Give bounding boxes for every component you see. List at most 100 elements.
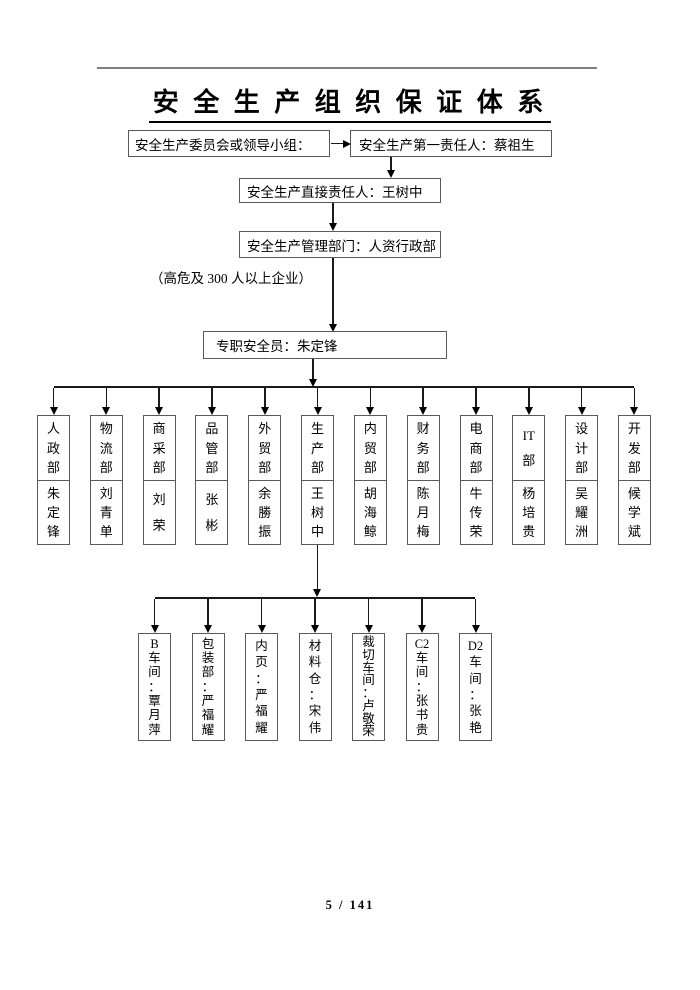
department-person-cell: 余勝振 xyxy=(249,480,281,544)
management-dept-label: 安全生产管理部门：人资行政部 xyxy=(247,238,436,254)
arrow-down-icon xyxy=(366,407,375,415)
connector-stem-line xyxy=(105,387,108,407)
arrow-down-icon xyxy=(49,407,58,415)
department-item: 物流部 刘青单 xyxy=(89,387,123,545)
arrow-down-icon xyxy=(386,170,395,178)
department-person-cell: 候学斌 xyxy=(618,480,650,544)
connector-stem-line xyxy=(421,598,423,625)
management-dept-box: 安全生产管理部门：人资行政部 xyxy=(239,231,441,258)
department-name-cell: 外贸部 xyxy=(258,421,272,475)
connector-stem-line xyxy=(207,598,209,625)
department-box: 开发部 候学斌 xyxy=(617,415,651,545)
department-box: 商采部 刘荣 xyxy=(142,415,176,545)
arrow-down-icon xyxy=(311,625,319,633)
arrow-down-icon xyxy=(471,625,480,633)
department-item: 财务部 陈月梅 xyxy=(406,387,440,545)
department-box: 品管部 张彬 xyxy=(195,415,229,545)
department-person-cell: 朱定锋 xyxy=(38,480,69,544)
production-to-workshops-line xyxy=(316,545,318,590)
connector-stem-line xyxy=(153,598,156,625)
first-responsible-box: 安全生产第一责任人：蔡祖生 xyxy=(350,130,552,157)
connector-stem-line xyxy=(367,598,370,625)
safety-officer-label: 专职安全员：朱定锋 xyxy=(216,339,338,354)
arrow-down-icon xyxy=(207,407,216,415)
connector-stem-line xyxy=(369,387,372,407)
department-name-cell: 设计部 xyxy=(575,421,589,475)
connector-stem-line xyxy=(475,387,477,407)
arrow-down-icon xyxy=(313,407,322,415)
connector-stem-line xyxy=(260,598,263,625)
arrow-down-icon xyxy=(524,407,533,415)
arrow-down-icon xyxy=(328,223,337,231)
arrow-down-icon xyxy=(150,625,159,633)
arrow-direct-to-mgmt-line xyxy=(332,203,334,224)
page-number: 5 / 141 xyxy=(325,898,375,912)
connector-stem-line xyxy=(316,387,319,407)
connector-stem-line xyxy=(528,387,530,407)
arrow-down-icon xyxy=(630,407,639,415)
committee-box: 安全生产委员会或领导小组： xyxy=(128,130,330,157)
department-person-cell: 王树中 xyxy=(302,480,334,544)
arrow-down-icon xyxy=(328,323,337,332)
workshop-box: 材料仓：宋伟 xyxy=(298,633,332,741)
department-person-cell: 吴耀洲 xyxy=(566,480,598,544)
department-item: 内贸部 胡海鲸 xyxy=(353,387,387,545)
page-title: 安 全 生 产 组 织 保 证 体 系 xyxy=(148,82,552,123)
connector-stem-line xyxy=(580,387,583,407)
department-person-cell: 陈月梅 xyxy=(407,480,439,544)
department-item: 品管部 张彬 xyxy=(195,387,229,545)
department-person-cell: 刘荣 xyxy=(143,480,175,544)
department-item: 设计部 吴耀洲 xyxy=(565,387,599,545)
connector-stem-line xyxy=(633,387,636,407)
direct-responsible-box: 安全生产直接责任人：王树中 xyxy=(239,178,441,203)
department-name-cell: 品管部 xyxy=(205,421,219,475)
department-item: 商采部 刘荣 xyxy=(142,387,176,545)
arrow-first-to-direct-line xyxy=(390,157,392,171)
header-rule xyxy=(97,67,597,69)
high-risk-note: （高危及 300 人以上企业） xyxy=(150,271,312,286)
page-title-wrap: 安 全 生 产 组 织 保 证 体 系 xyxy=(0,82,700,123)
workshop-box: 包装部：严福耀 xyxy=(191,633,225,741)
arrow-down-icon xyxy=(472,407,480,415)
connector-stem-line xyxy=(211,387,213,407)
connector-stem-line xyxy=(158,387,160,407)
department-item: 生产部 王树中 xyxy=(301,387,335,545)
connector-stem-line xyxy=(52,387,55,407)
connector-stem-line xyxy=(474,598,477,625)
department-person-cell: 张彬 xyxy=(196,480,228,544)
department-box: 财务部 陈月梅 xyxy=(406,415,440,545)
department-item: 人政部 朱定锋 xyxy=(37,387,70,545)
arrow-down-icon xyxy=(577,407,586,415)
department-name-cell: 财务部 xyxy=(416,421,430,475)
department-person-cell: 胡海鲸 xyxy=(354,480,386,544)
department-row: 人政部 朱定锋 物流部 刘青单 商采部 刘荣 品管部 张彬 外贸部 余勝振 xyxy=(37,387,651,545)
department-box: 人政部 朱定锋 xyxy=(37,415,70,545)
arrow-down-icon xyxy=(308,379,317,387)
department-person-cell: 刘青单 xyxy=(90,480,122,544)
departments-connector-line xyxy=(54,386,634,388)
committee-box-label: 安全生产委员会或领导小组： xyxy=(135,137,311,153)
arrow-down-icon xyxy=(419,407,428,415)
department-item: 开发部 候学斌 xyxy=(617,387,651,545)
department-item: 电商部 牛传荣 xyxy=(459,387,493,545)
workshop-item: 裁切车间：卢敬荣 xyxy=(352,598,385,741)
arrow-mgmt-to-officer-line xyxy=(332,258,334,325)
workshop-item: 内页：严福耀 xyxy=(245,598,278,741)
arrow-right-icon xyxy=(343,139,351,148)
arrow-down-icon xyxy=(313,589,322,597)
arrow-down-icon xyxy=(418,625,426,633)
arrow-down-icon xyxy=(257,625,266,633)
department-name-cell: 内贸部 xyxy=(363,421,377,475)
arrow-down-icon xyxy=(260,407,269,415)
department-box: 物流部 刘青单 xyxy=(89,415,123,545)
department-box: 外贸部 余勝振 xyxy=(248,415,282,545)
department-item: 外贸部 余勝振 xyxy=(248,387,282,545)
